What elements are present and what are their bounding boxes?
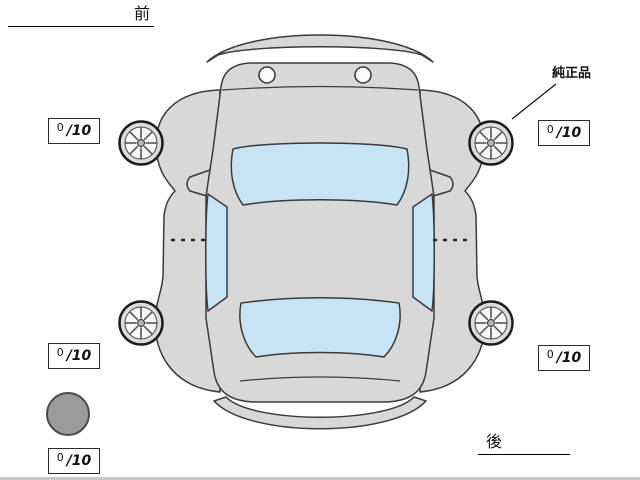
rear-direction-label: 後 <box>478 430 570 455</box>
front-bumper <box>206 34 434 63</box>
rear-window-glass <box>239 297 401 358</box>
right-side-window-glass <box>412 193 435 312</box>
hood-line <box>221 85 419 91</box>
genuine-part-label: 純正品 <box>552 62 591 81</box>
trunk-line <box>239 376 401 382</box>
car-left-side-panel <box>154 89 221 393</box>
wheel-icon-front-left <box>118 120 164 166</box>
left-side-window-glass <box>205 193 228 312</box>
wheel-icon-rear-left <box>118 300 164 346</box>
tire-score-max: /10 <box>556 125 582 141</box>
genuine-part-pointer-line <box>511 83 557 120</box>
tire-score-box-front-left: 0 /10 <box>48 118 100 144</box>
hood-detail-circle-left <box>258 66 276 84</box>
tire-score-value: 0 <box>546 347 554 361</box>
rear-bumper <box>213 396 427 430</box>
wheel-icon-front-right <box>468 120 514 166</box>
tire-score-box-spare: 0 /10 <box>48 448 100 474</box>
right-mirror-icon <box>429 169 454 198</box>
spare-tire-icon <box>46 392 90 436</box>
rear-direction-text: 後 <box>486 432 503 451</box>
tire-score-value: 0 <box>546 122 554 136</box>
left-mirror-icon <box>186 169 211 198</box>
tire-score-max: /10 <box>66 453 92 469</box>
tire-score-max: /10 <box>66 348 92 364</box>
bottom-divider <box>0 477 640 480</box>
tire-score-box-rear-left: 0 /10 <box>48 343 100 369</box>
tire-score-box-front-right: 0 /10 <box>538 120 590 146</box>
genuine-part-text: 純正品 <box>552 66 592 81</box>
tire-score-max: /10 <box>556 350 582 366</box>
tire-score-value: 0 <box>56 345 64 359</box>
tire-score-box-rear-right: 0 /10 <box>538 345 590 371</box>
windshield-glass <box>230 142 410 206</box>
front-direction-text: 前 <box>133 4 150 23</box>
tire-score-value: 0 <box>56 450 64 464</box>
hood-detail-circle-right <box>354 66 372 84</box>
tire-score-max: /10 <box>66 123 92 139</box>
wheel-icon-rear-right <box>468 300 514 346</box>
front-direction-label: 前 <box>8 2 154 27</box>
tire-score-value: 0 <box>56 120 64 134</box>
